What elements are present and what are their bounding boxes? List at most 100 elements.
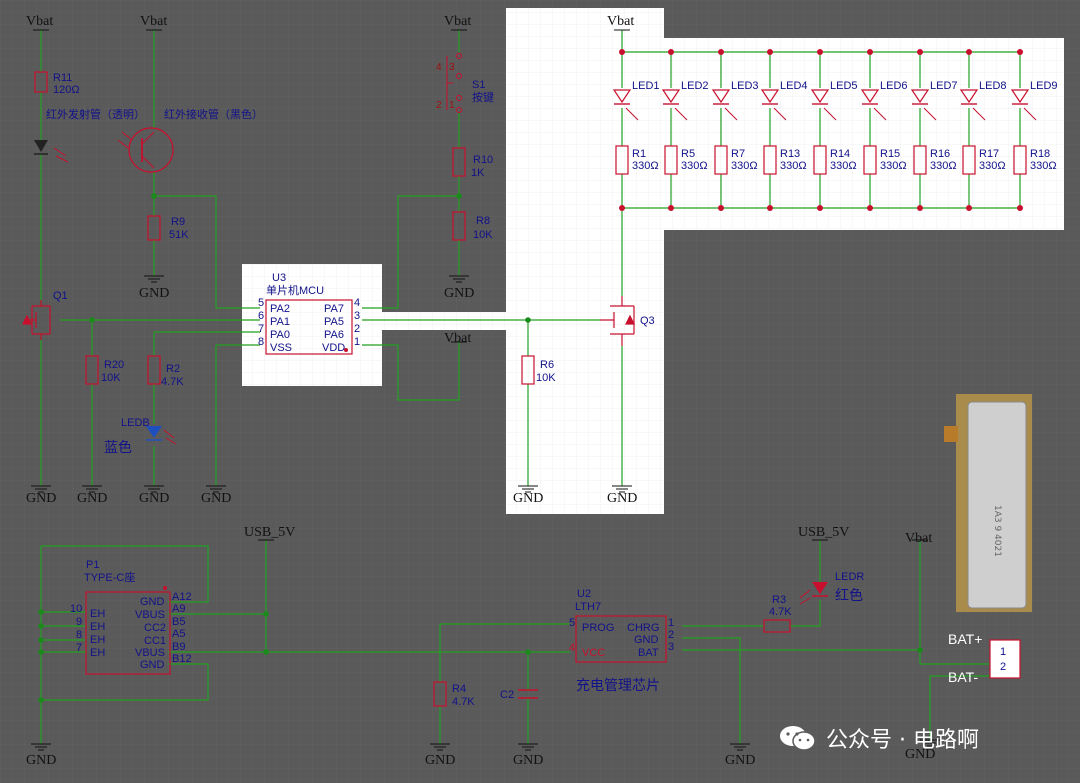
resistor-label: R1: [632, 148, 646, 160]
charger-u2: U2 LTH7 PROG VCC CHRG GND BAT 5 4 1 2 3 …: [569, 588, 674, 693]
resistor-label: R17: [979, 148, 999, 160]
svg-text:GND: GND: [607, 491, 637, 506]
resistor-value: 330Ω: [632, 160, 659, 172]
led-label: LED2: [681, 80, 709, 92]
svg-text:U2: U2: [577, 588, 591, 600]
svg-text:PA1: PA1: [270, 316, 290, 328]
junctions: [38, 193, 923, 703]
vbat-symbol: Vbat: [444, 331, 471, 346]
led-label: LED9: [1030, 80, 1058, 92]
q1-label: Q1: [53, 290, 68, 302]
q3-mosfet: [600, 296, 635, 346]
svg-text:C2: C2: [500, 689, 514, 701]
svg-text:6: 6: [258, 310, 264, 322]
resistor-label: R18: [1030, 148, 1050, 160]
svg-text:EH: EH: [90, 621, 105, 633]
svg-text:GND: GND: [513, 753, 543, 768]
battery-photo: 1A3 9 4021: [944, 394, 1032, 612]
svg-text:GND: GND: [140, 659, 165, 671]
svg-text:GND: GND: [77, 491, 107, 506]
svg-text:GND: GND: [634, 634, 659, 646]
svg-text:R20: R20: [104, 359, 124, 371]
svg-text:1: 1: [1000, 646, 1006, 658]
svg-text:B12: B12: [172, 653, 192, 665]
svg-text:GND: GND: [140, 596, 165, 608]
svg-text:GND: GND: [444, 286, 474, 301]
led-label: LED8: [979, 80, 1007, 92]
svg-text:LEDB: LEDB: [121, 417, 150, 429]
r2-resistor: R24.7K: [147, 355, 184, 388]
svg-text:4.7K: 4.7K: [769, 606, 792, 618]
mcu-u3: U3 单片机MCU PA2 PA1 PA0 VSS PA7 PA5 PA6 VD…: [258, 272, 360, 355]
ir-emitter-led: [34, 140, 69, 163]
svg-text:2: 2: [354, 323, 360, 335]
svg-text:PA5: PA5: [324, 316, 344, 328]
resistor-label: R7: [731, 148, 745, 160]
svg-text:GND: GND: [513, 491, 543, 506]
svg-text:CC2: CC2: [144, 622, 166, 634]
svg-text:2: 2: [436, 100, 442, 111]
svg-text:10: 10: [70, 603, 82, 615]
svg-text:R4: R4: [452, 683, 466, 695]
svg-text:R8: R8: [476, 215, 490, 227]
svg-text:B5: B5: [172, 616, 185, 628]
svg-text:8: 8: [258, 336, 264, 348]
svg-text:4.7K: 4.7K: [452, 696, 475, 708]
ir-receiver-label: 红外接收管（黑色）: [164, 107, 263, 121]
svg-text:7: 7: [258, 323, 264, 335]
svg-text:R2: R2: [166, 363, 180, 375]
svg-text:VCC: VCC: [582, 647, 605, 659]
led-label: LED4: [780, 80, 808, 92]
vbat-symbol: Vbat: [444, 14, 471, 31]
svg-text:9: 9: [76, 616, 82, 628]
svg-text:1K: 1K: [471, 167, 485, 179]
svg-text:PA0: PA0: [270, 329, 290, 341]
svg-text:LTH7: LTH7: [575, 601, 601, 613]
led-blue: LEDB 蓝色: [104, 417, 177, 455]
resistor-value: 330Ω: [930, 160, 957, 172]
resistor-value: 330Ω: [979, 160, 1006, 172]
svg-text:4: 4: [436, 62, 442, 73]
ir-receiver-phototransistor: [117, 127, 174, 173]
svg-text:蓝色: 蓝色: [104, 439, 132, 455]
led-array: LED1R1330ΩLED2R5330ΩLED3R7330ΩLED4R13330…: [612, 80, 1058, 175]
vbat-symbol: Vbat: [905, 531, 932, 546]
led-bus-junctions: [619, 49, 1023, 211]
svg-text:1: 1: [449, 100, 455, 111]
svg-text:EH: EH: [90, 634, 105, 646]
svg-text:PA7: PA7: [324, 303, 344, 315]
svg-text:PA6: PA6: [324, 329, 344, 341]
svg-text:P1: P1: [86, 559, 99, 571]
q1-mosfet: [22, 300, 51, 340]
svg-text:VDD: VDD: [322, 342, 345, 354]
svg-text:A5: A5: [172, 628, 185, 640]
usb-typec-p1: P1 TYPE-C座 EH EH EH EH 10 9 8 7 GND VBUS…: [70, 559, 192, 675]
svg-text:1A3 9 4021: 1A3 9 4021: [992, 505, 1002, 557]
ir-emitter-label: 红外发射管（透明）: [46, 107, 145, 121]
svg-text:BAT: BAT: [638, 647, 659, 659]
led-label: LED6: [880, 80, 908, 92]
svg-text:GND: GND: [905, 747, 935, 762]
svg-text:BAT-: BAT-: [948, 669, 978, 685]
vbat-symbol: Vbat: [26, 14, 53, 31]
svg-text:7: 7: [76, 642, 82, 654]
svg-text:R3: R3: [772, 594, 786, 606]
led-red: LEDR 红色: [799, 571, 864, 605]
svg-text:2: 2: [1000, 661, 1006, 673]
svg-text:3: 3: [354, 310, 360, 322]
svg-text:PA2: PA2: [270, 303, 290, 315]
svg-text:单片机MCU: 单片机MCU: [266, 283, 324, 297]
svg-text:5: 5: [569, 617, 575, 629]
resistor-label: R13: [780, 148, 800, 160]
svg-text:2: 2: [668, 629, 674, 641]
svg-text:4: 4: [354, 297, 360, 309]
vbat-label-6: Vbat: [905, 531, 932, 546]
